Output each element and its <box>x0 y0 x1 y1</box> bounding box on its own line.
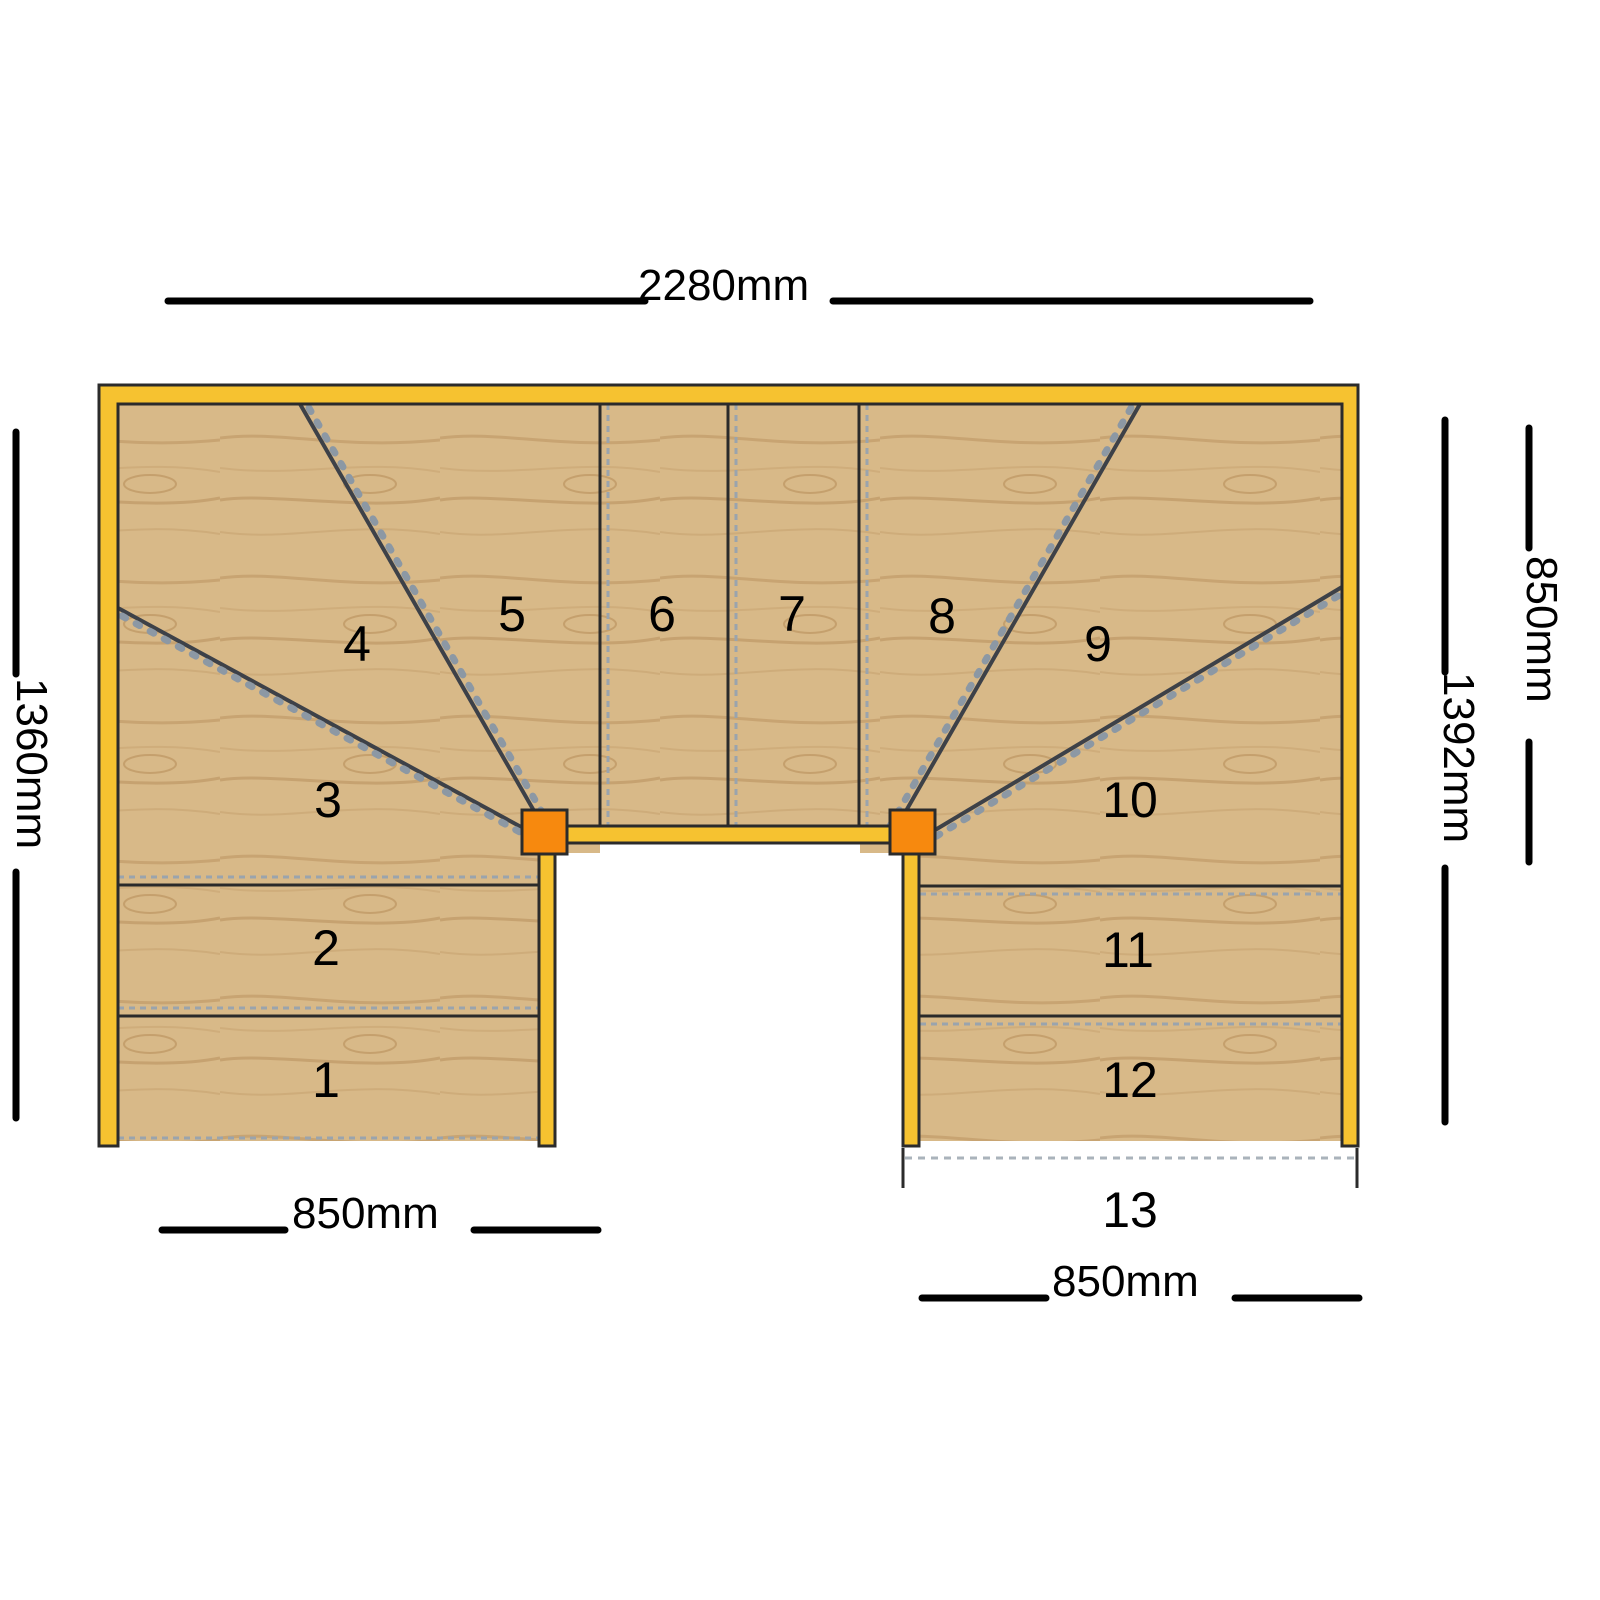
winder-line-8-9 <box>893 403 1142 831</box>
dimension-label-right-depth: 1392mm <box>1434 672 1483 843</box>
dimension-right-depth: 1392mm <box>1434 416 1483 1126</box>
stairwell-opening <box>556 853 905 1153</box>
winder-nosing-4-5 <box>305 404 554 830</box>
step-number-5: 5 <box>498 586 526 642</box>
newel-post-right <box>888 808 937 856</box>
center-treads <box>600 404 860 826</box>
wall-string <box>97 383 1360 1148</box>
dimension-label-left-depth: 1360mm <box>7 678 56 849</box>
step-numbers: 1 2 3 4 5 6 7 8 9 10 11 12 13 <box>312 586 1158 1238</box>
newel-post-left <box>520 808 569 856</box>
step-number-12: 12 <box>1102 1052 1158 1108</box>
risers <box>118 404 1342 1140</box>
right-inner-string <box>901 851 921 1148</box>
dimension-label-bottom-left: 850mm <box>292 1189 439 1238</box>
step-number-7: 7 <box>778 586 806 642</box>
dimension-left-depth: 1360mm <box>7 428 56 1122</box>
winder-nosing-9-10 <box>916 592 1342 850</box>
step-number-2: 2 <box>312 920 340 976</box>
step-number-6: 6 <box>648 586 676 642</box>
landing-string <box>564 824 892 845</box>
winder-nosing-3-4 <box>118 612 544 847</box>
dimension-label-overall-width: 2280mm <box>638 261 809 310</box>
step-number-3: 3 <box>314 772 342 828</box>
step-number-1: 1 <box>312 1052 340 1108</box>
dimension-label-right-upper: 850mm <box>1517 556 1566 703</box>
step-13-marker <box>901 1148 1359 1188</box>
winder-line-3-4 <box>117 606 546 842</box>
dimension-overall-width: 2280mm <box>164 261 1314 310</box>
winder-nosing-8-9 <box>886 404 1135 830</box>
treads <box>118 404 1342 1153</box>
step-number-8: 8 <box>928 588 956 644</box>
dimension-bottom-left: 850mm <box>158 1189 602 1238</box>
left-flight-treads <box>118 404 600 1141</box>
step-number-4: 4 <box>343 616 371 672</box>
winder-line-4-5 <box>298 403 547 831</box>
right-flight-treads <box>860 404 1342 1141</box>
dimension-right-upper: 850mm <box>1517 424 1566 866</box>
newel-posts <box>520 808 937 856</box>
winder-lines <box>117 403 1344 850</box>
left-inner-string <box>537 851 557 1148</box>
step-number-13: 13 <box>1102 1182 1158 1238</box>
step-number-10: 10 <box>1102 772 1158 828</box>
step-number-9: 9 <box>1084 616 1112 672</box>
step-number-11: 11 <box>1102 922 1154 978</box>
winder-line-9-10 <box>913 585 1344 844</box>
dimension-label-bottom-right: 850mm <box>1052 1257 1199 1306</box>
dimension-bottom-right: 850mm <box>918 1257 1363 1306</box>
